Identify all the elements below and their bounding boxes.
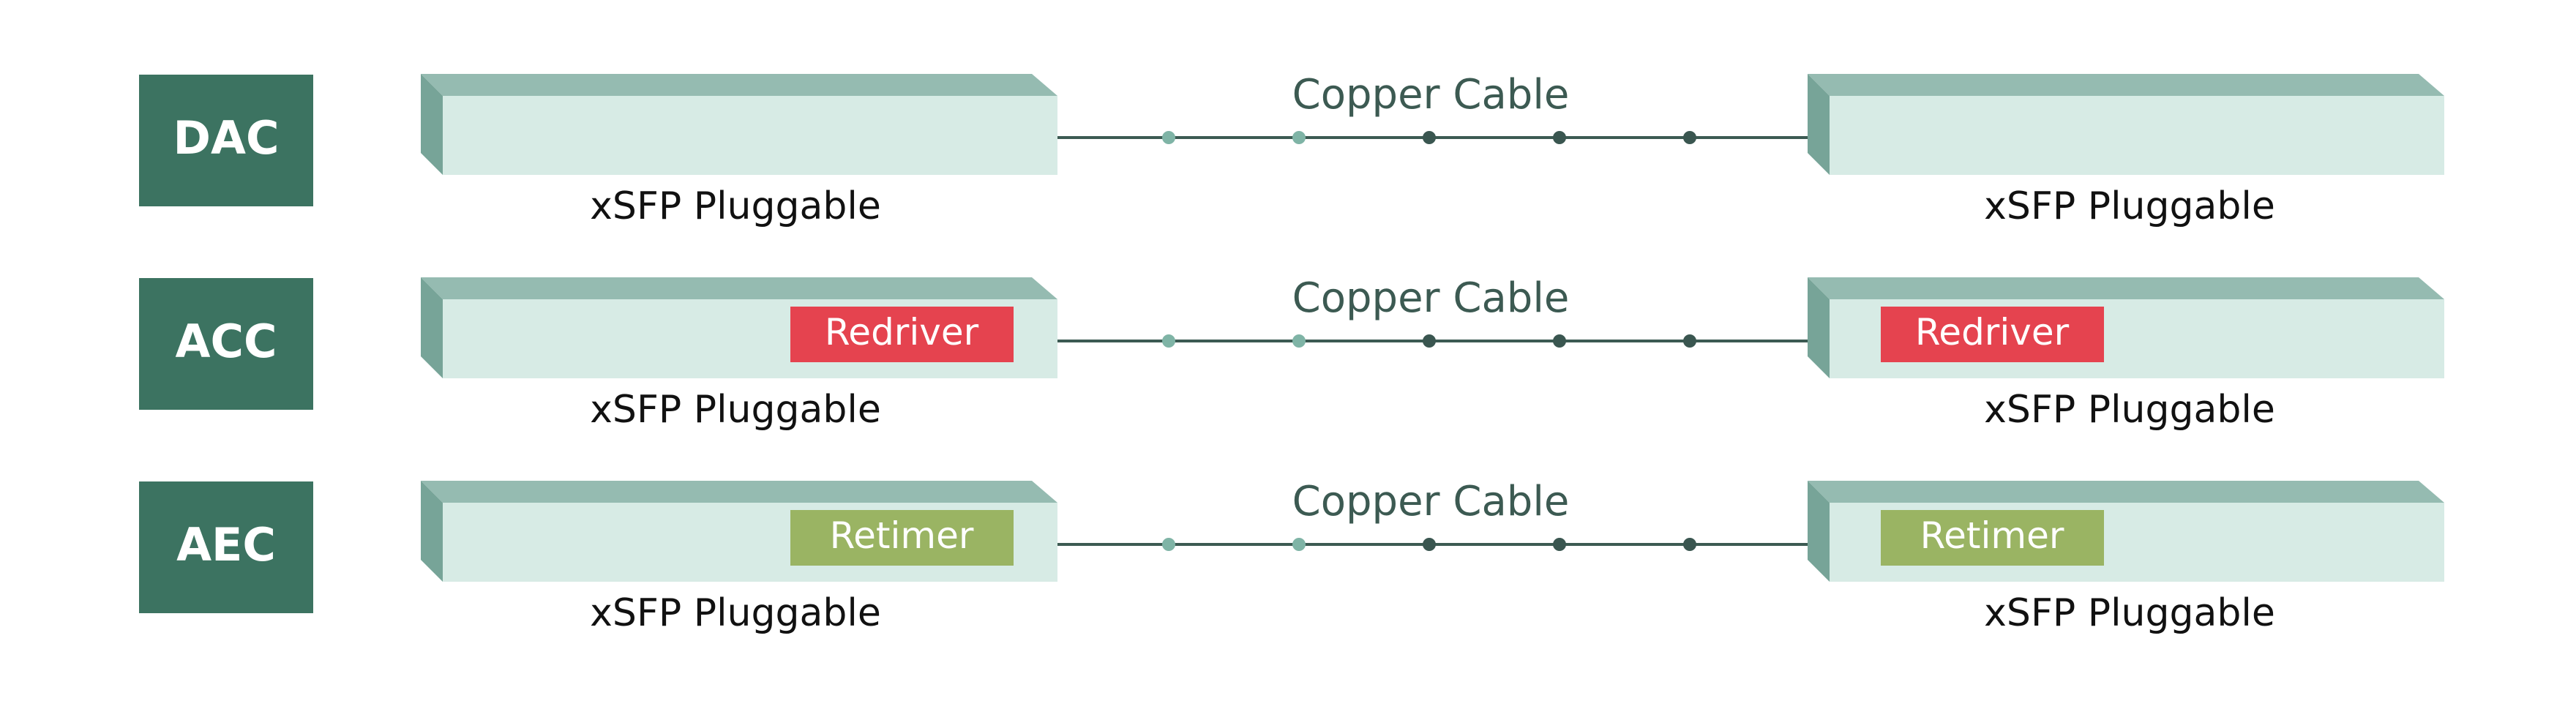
type-tag-box: [139, 75, 313, 206]
type-tag: DAC: [139, 75, 313, 206]
module-side-face: [1808, 74, 1830, 175]
chip-label: Redriver: [1915, 311, 2070, 353]
cable-node-dot: [1553, 131, 1566, 144]
cable-node-dot: [1292, 538, 1306, 551]
chip-box: [790, 307, 1014, 362]
type-tag-label: ACC: [176, 315, 277, 368]
cable-label: Copper Cable: [1292, 71, 1570, 119]
module-caption: xSFP Pluggable: [1984, 388, 2275, 432]
cable-node-dot: [1683, 131, 1696, 144]
cable-node-dot: [1162, 131, 1175, 144]
type-tag-box: [139, 481, 313, 613]
chip-badge: Redriver: [1881, 307, 2104, 362]
type-tag: ACC: [139, 278, 313, 410]
chip-badge: Retimer: [790, 510, 1014, 566]
module-top-face: [421, 277, 1057, 299]
chip-label: Redriver: [825, 311, 979, 353]
type-tag-box: [139, 278, 313, 410]
module-side-face: [421, 277, 443, 378]
chip-label: Retimer: [1920, 514, 2064, 557]
copper-cable: Copper Cable: [1057, 274, 1808, 348]
cable-label: Copper Cable: [1292, 274, 1570, 322]
module-side-face: [1808, 481, 1830, 582]
chip-badge: Redriver: [790, 307, 1014, 362]
module-front-face: [1830, 96, 2444, 175]
chip-box: [1881, 307, 2104, 362]
chip-label: Retimer: [830, 514, 974, 557]
cable-node-dot: [1292, 131, 1306, 144]
module-top-face: [1808, 277, 2444, 299]
type-tag-label: AEC: [176, 518, 276, 571]
cable-node-dot: [1423, 538, 1436, 551]
cable-label: Copper Cable: [1292, 478, 1570, 525]
row-aec: AEC Retimer xSFP Pluggable Retimer xSFP Plug…: [139, 478, 2444, 635]
cable-node-dot: [1553, 538, 1566, 551]
module-caption: xSFP Pluggable: [590, 184, 881, 228]
module-top-face: [1808, 481, 2444, 503]
chip-box: [1881, 510, 2104, 566]
cable-node-dot: [1423, 334, 1436, 348]
module-front-face: [443, 96, 1057, 175]
module-side-face: [421, 74, 443, 175]
cable-node-dot: [1162, 538, 1175, 551]
cable-node-dot: [1162, 334, 1175, 348]
cable-node-dot: [1292, 334, 1306, 348]
cable-node-dot: [1683, 538, 1696, 551]
module-caption: xSFP Pluggable: [590, 591, 881, 635]
module-caption: xSFP Pluggable: [1984, 591, 2275, 635]
cable-node-dot: [1423, 131, 1436, 144]
cable-node-dot: [1683, 334, 1696, 348]
module-top-face: [1808, 74, 2444, 96]
row-dac: DAC xSFP Pluggable xSFP Pluggable Copper Ca…: [139, 71, 2444, 228]
type-tag-label: DAC: [173, 111, 280, 165]
chip-box: [790, 510, 1014, 566]
row-acc: ACC Redriver xSFP Pluggable Redriver xSFP Pl…: [139, 274, 2444, 432]
module-top-face: [421, 481, 1057, 503]
module-caption: xSFP Pluggable: [1984, 184, 2275, 228]
module-side-face: [1808, 277, 1830, 378]
module-top-face: [421, 74, 1057, 96]
cable-node-dot: [1553, 334, 1566, 348]
chip-badge: Retimer: [1881, 510, 2104, 566]
copper-cable: Copper Cable: [1057, 478, 1808, 551]
module-caption: xSFP Pluggable: [590, 388, 881, 432]
type-tag: AEC: [139, 481, 313, 613]
copper-cable: Copper Cable: [1057, 71, 1808, 144]
module-side-face: [421, 481, 443, 582]
